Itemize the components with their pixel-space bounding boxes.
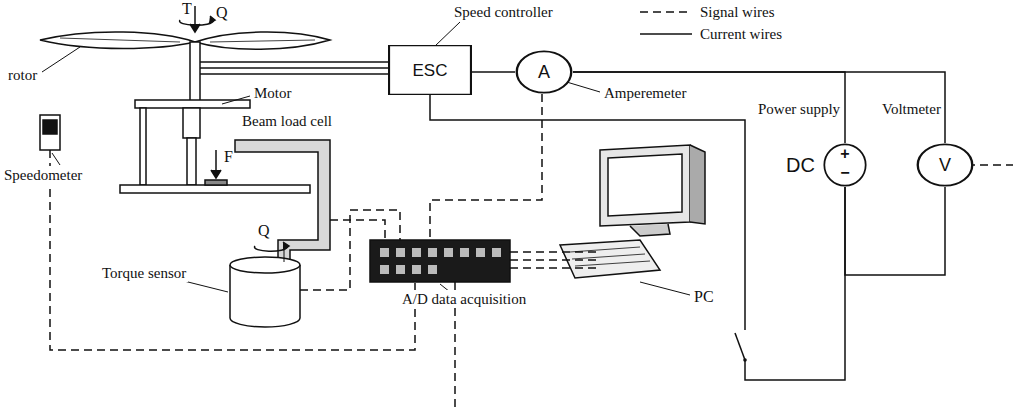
legend-sample xyxy=(640,11,692,13)
node-text: − xyxy=(823,165,867,181)
part-label: Q xyxy=(214,4,230,22)
switch-gap xyxy=(740,330,750,360)
node-text: A xyxy=(515,63,573,81)
pc-monitor xyxy=(600,145,690,226)
rotor-blade xyxy=(40,32,195,49)
node-text: + xyxy=(823,146,867,162)
torque-frame xyxy=(235,140,330,262)
motor-body xyxy=(183,108,200,138)
part-label: F xyxy=(222,148,235,166)
legend-text: Signal wires xyxy=(698,3,777,21)
part-label: Torque sensor xyxy=(100,264,188,282)
esc-box: ESC xyxy=(388,45,472,95)
daq-box xyxy=(370,240,510,282)
node-border xyxy=(389,46,471,95)
part-label: Speed controller xyxy=(452,3,555,21)
part-label: Voltmeter xyxy=(880,100,943,118)
node-text: V xyxy=(916,156,974,174)
node-text: DC xyxy=(786,155,815,175)
legend-text: Current wires xyxy=(698,25,784,43)
part-label: Motor xyxy=(252,84,294,102)
part-label: T xyxy=(180,0,194,18)
switch-blade xyxy=(735,333,745,360)
pc-keyboard xyxy=(560,240,660,278)
meter-circle: V xyxy=(916,143,974,187)
speedometer xyxy=(40,115,60,150)
part-label: Q xyxy=(256,222,272,240)
current-wire xyxy=(430,95,845,380)
part-label: PC xyxy=(692,288,716,306)
current-wire xyxy=(573,72,845,143)
part-label: Power supply xyxy=(756,100,842,118)
current-wire xyxy=(845,187,945,275)
current-wire xyxy=(472,71,515,73)
part-label: rotor xyxy=(6,66,39,84)
legend-sample xyxy=(640,33,692,35)
part-label: A/D data acquisition xyxy=(400,290,528,308)
beam xyxy=(120,185,310,193)
node-text: ESC xyxy=(388,62,472,79)
meter-circle: DC+− xyxy=(823,143,867,187)
meter-circle: A xyxy=(515,50,573,94)
torque-sensor xyxy=(230,265,300,327)
rotor-blade xyxy=(195,32,330,49)
part-label: Amperemeter xyxy=(602,84,688,102)
part-label: Speedometer xyxy=(2,166,84,184)
part-label: Beam load cell xyxy=(240,112,334,130)
junction-dot xyxy=(743,358,747,362)
current-wire xyxy=(573,72,945,143)
